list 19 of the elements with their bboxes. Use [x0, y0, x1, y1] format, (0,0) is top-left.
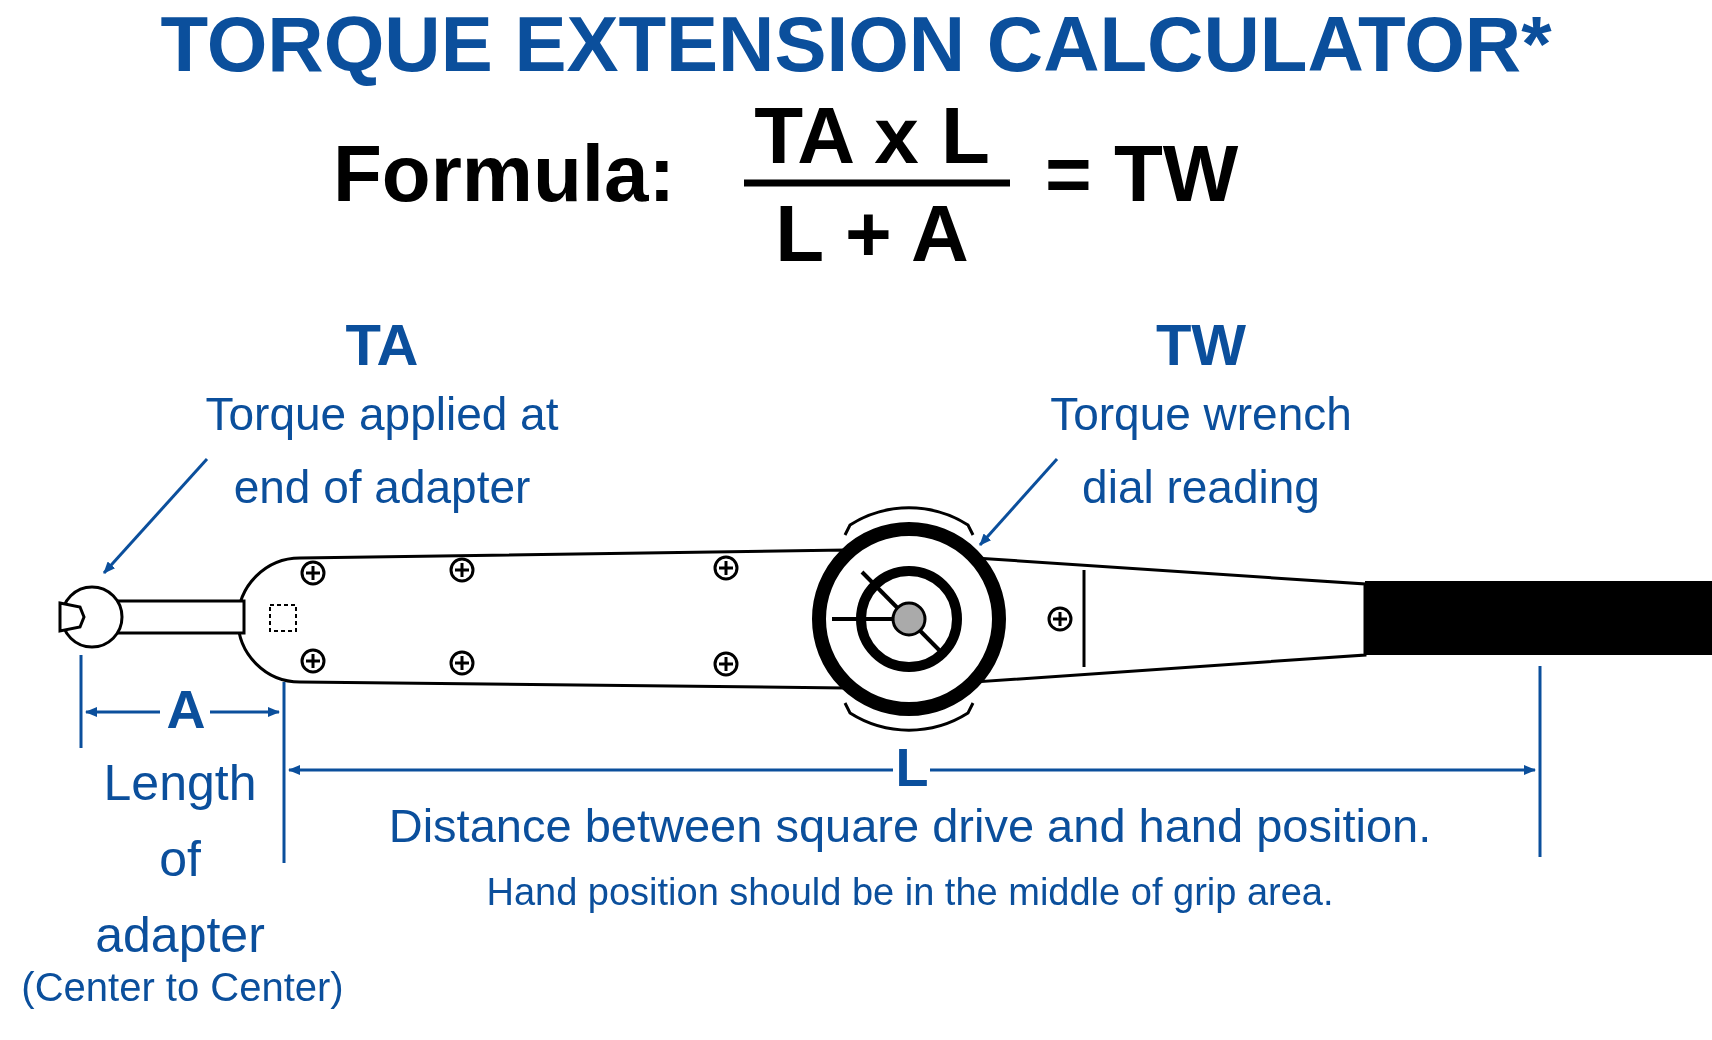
dial-gauge [812, 506, 1006, 732]
title: TORQUE EXTENSION CALCULATOR* [159, 2, 1553, 88]
dimension-label: A [165, 680, 207, 740]
leader-line [978, 458, 1059, 546]
dimension-text: Length of adapter [94, 754, 266, 965]
symbol-label: TA [344, 312, 420, 378]
callout-text: Torque applied at end of adapter [204, 387, 560, 515]
leader-line [102, 458, 209, 574]
dimension-label: L [894, 738, 930, 798]
dimension-text: Distance between square drive and hand position. [387, 800, 1433, 852]
formula-result: = TW [1045, 130, 1240, 218]
dimension-note: (Center to Center) [20, 965, 345, 1009]
formula-denominator: L + A [774, 190, 970, 278]
formula-numerator: TA x L [753, 92, 991, 180]
callout-text: Torque wrench dial reading [1049, 387, 1353, 515]
formula-label: Formula: [333, 130, 677, 218]
symbol-label: TW [1154, 312, 1248, 378]
note-text: Hand position should be in the middle of grip area. [485, 872, 1335, 914]
adapter-drawing [58, 585, 246, 649]
